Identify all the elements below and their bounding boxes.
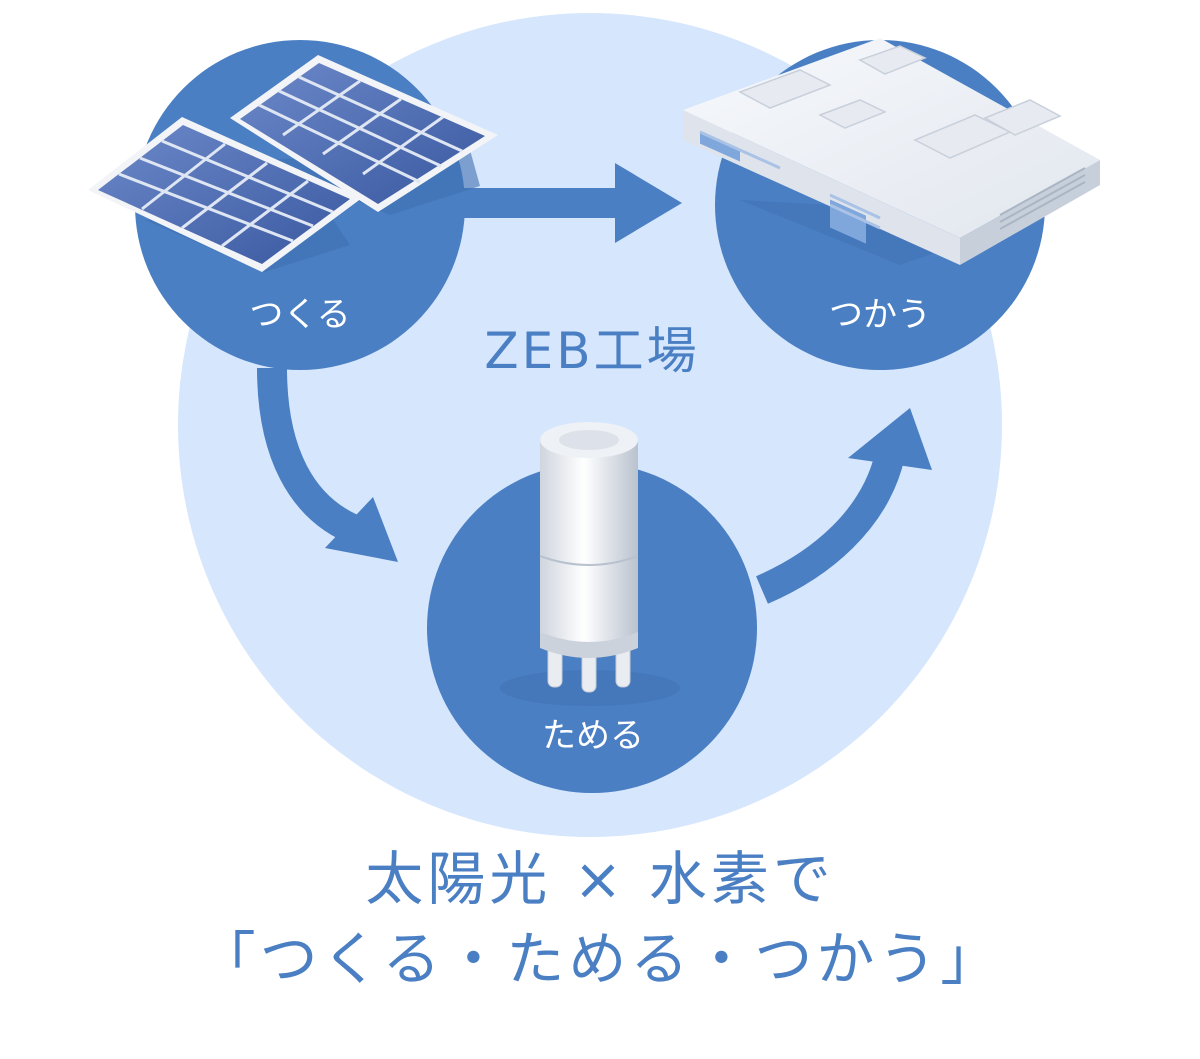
- caption-line-2: 「つくる・ためる・つかう」: [197, 925, 1003, 993]
- solar-panel-icon: [88, 55, 498, 272]
- use-node-label: つかう: [829, 295, 931, 335]
- store-node-label: ためる: [542, 716, 644, 756]
- arrow-store-to-use: [755, 408, 932, 604]
- zeb-factory-title: ZEB工場: [484, 322, 699, 380]
- make-node-label: つくる: [249, 295, 350, 335]
- arrow-make-to-use: [455, 163, 682, 243]
- caption-line-1: 太陽光 × 水素で: [365, 845, 835, 913]
- arrow-make-to-store: [257, 367, 398, 562]
- hydrogen-tank-icon: [500, 422, 680, 706]
- factory-building-icon: [683, 38, 1100, 265]
